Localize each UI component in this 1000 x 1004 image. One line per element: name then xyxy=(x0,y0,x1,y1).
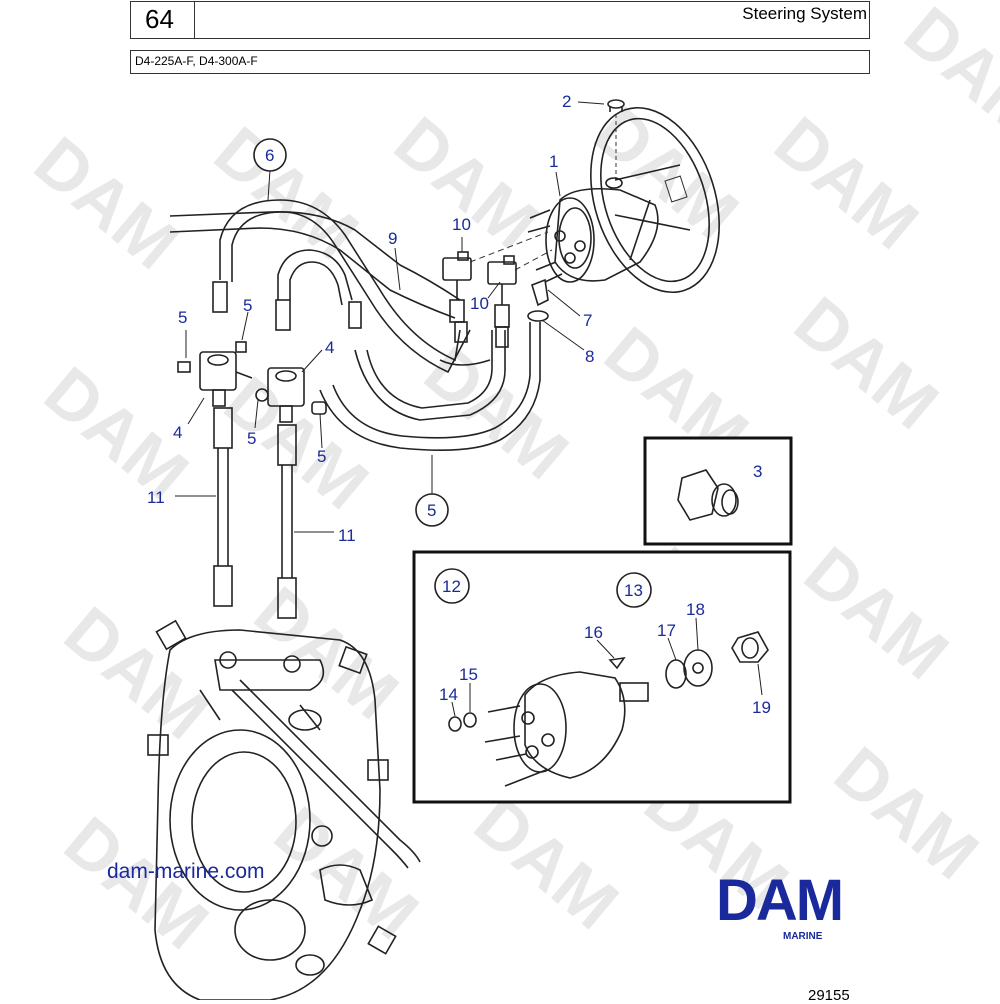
watermark-layer: DAM DAM DAM DAM DAM DAM DAM DAM DAM DAM … xyxy=(20,0,1000,964)
watermark: DAM xyxy=(760,102,932,264)
helm-pump xyxy=(527,187,659,283)
callout-3: 3 xyxy=(753,462,762,481)
model-box: D4-225A-F, D4-300A-F xyxy=(130,50,870,74)
callout-5e: 5 xyxy=(427,501,436,520)
page-number: 64 xyxy=(145,4,174,34)
callout-labels: 2 1 6 9 10 10 7 8 5 5 4 4 5 5 5 11 11 3 … xyxy=(147,92,771,717)
callout-14: 14 xyxy=(439,685,458,704)
callout-5d: 5 xyxy=(317,447,326,466)
callout-10b: 10 xyxy=(470,294,489,313)
hydraulic-hoses xyxy=(169,199,541,451)
callout-5c: 5 xyxy=(247,429,256,448)
valve-block xyxy=(255,367,327,423)
watermark: DAM xyxy=(580,92,752,254)
model-list: D4-225A-F, D4-300A-F xyxy=(135,54,258,68)
brand-logo: DAM xyxy=(716,868,844,933)
watermark: DAM xyxy=(50,592,222,754)
callout-10a: 10 xyxy=(452,215,471,234)
figure-number: 29155 xyxy=(808,987,850,1004)
watermark: DAM xyxy=(200,112,372,274)
leader-lines xyxy=(175,101,605,533)
page-title-box: Steering System xyxy=(194,1,870,39)
callout-1: 1 xyxy=(549,152,558,171)
callout-19: 19 xyxy=(752,698,771,717)
callout-5a: 5 xyxy=(178,308,187,327)
callout-9: 9 xyxy=(388,229,397,248)
callout-2: 2 xyxy=(562,92,571,111)
page-title: Steering System xyxy=(742,4,867,23)
callout-13: 13 xyxy=(624,581,643,600)
valve-block xyxy=(177,341,253,407)
callout-12: 12 xyxy=(442,577,461,596)
watermark: DAM xyxy=(790,532,962,694)
callout-5b: 5 xyxy=(243,296,252,315)
watermark: DAM xyxy=(260,792,432,954)
watermark: DAM xyxy=(20,122,192,284)
check-valve xyxy=(487,255,517,328)
filler-cap xyxy=(605,99,625,189)
brand-logo-subtitle: MARINE xyxy=(783,931,823,942)
hose-ends xyxy=(212,281,509,348)
callout-8: 8 xyxy=(585,347,594,366)
pump-body-exploded xyxy=(448,631,769,787)
watermark: DAM xyxy=(240,572,412,734)
callout-17: 17 xyxy=(657,621,676,640)
watermark: DAM xyxy=(890,0,1000,154)
callout-6: 6 xyxy=(265,146,274,165)
watermark: DAM xyxy=(780,282,952,444)
leader-lines-inset xyxy=(451,617,763,717)
watermark: DAM xyxy=(460,782,632,944)
pressure-hoses xyxy=(213,407,297,619)
callout-4b: 4 xyxy=(325,338,334,357)
website-url: dam-marine.com xyxy=(107,860,265,883)
page-number-box: 64 xyxy=(130,1,196,39)
watermark: DAM xyxy=(820,732,992,894)
adapter-fitting xyxy=(677,469,739,521)
callout-15: 15 xyxy=(459,665,478,684)
drive-housing xyxy=(147,619,421,1000)
elbow-fitting xyxy=(527,278,549,322)
callout-11b: 11 xyxy=(338,526,356,545)
callout-4a: 4 xyxy=(173,423,182,442)
check-valve xyxy=(442,251,472,323)
watermark: DAM xyxy=(410,332,582,494)
callout-11a: 11 xyxy=(147,488,165,507)
steering-wheel xyxy=(590,106,720,294)
callout-7: 7 xyxy=(583,311,592,330)
callout-16: 16 xyxy=(584,623,603,642)
callout-18: 18 xyxy=(686,600,705,619)
